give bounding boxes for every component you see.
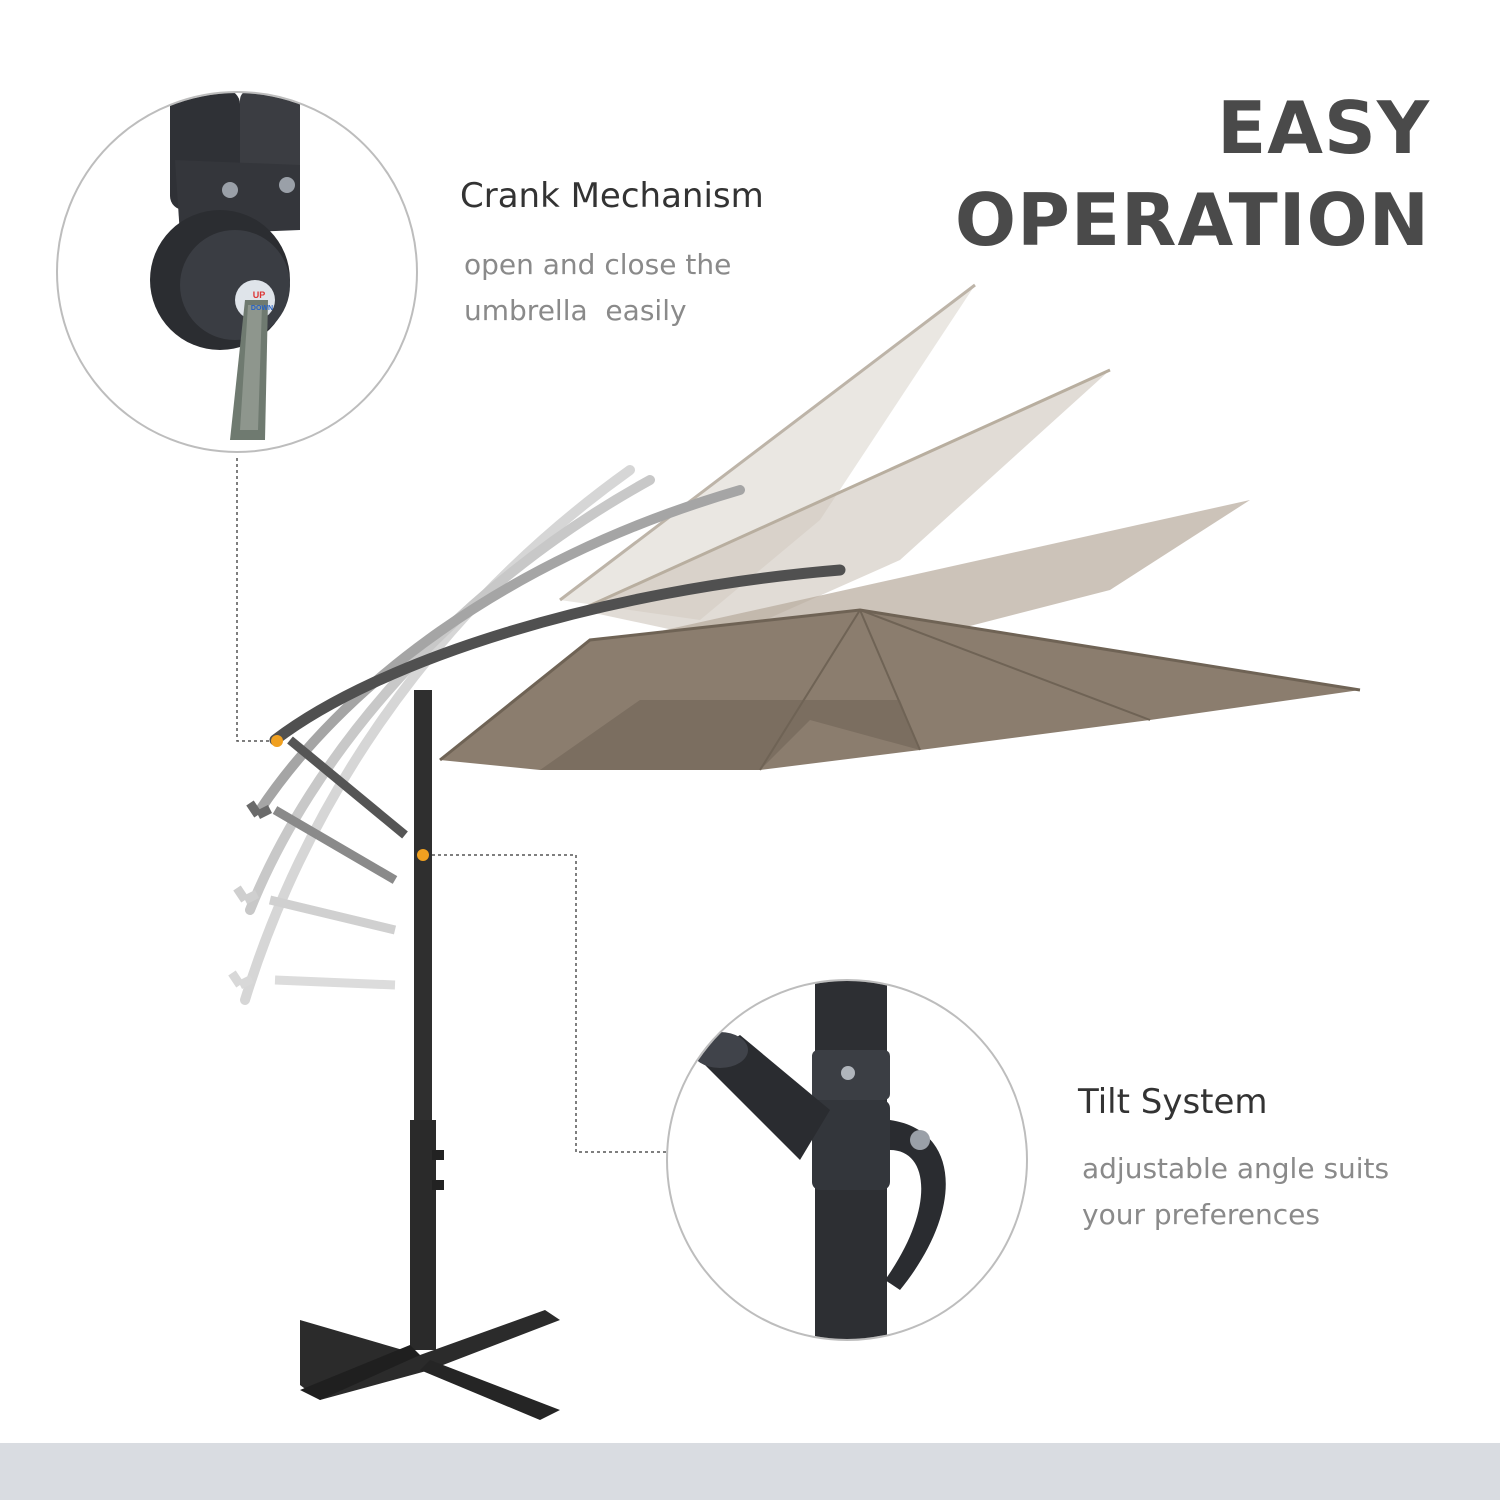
tilt-closeup bbox=[666, 979, 1028, 1341]
crank-handle-ghosts bbox=[228, 736, 408, 990]
canopy-main bbox=[439, 608, 1361, 771]
crank-badge-up: UP bbox=[253, 290, 266, 300]
tilt-marker-dot bbox=[417, 849, 429, 861]
tilt-desc-line-2: your preferences bbox=[1082, 1198, 1320, 1231]
crank-desc-line-2: umbrella easily bbox=[464, 294, 687, 327]
crank-marker-dot bbox=[271, 735, 283, 747]
tilt-feature-title: Tilt System bbox=[1078, 1082, 1268, 1122]
arm-ghost-positions bbox=[240, 465, 846, 1005]
headline-line-1: EASY bbox=[1217, 86, 1430, 170]
pole-and-base bbox=[300, 690, 560, 1420]
footer-band bbox=[0, 1443, 1500, 1500]
crank-feature-title: Crank Mechanism bbox=[460, 176, 764, 216]
tilt-desc-line-1: adjustable angle suits bbox=[1082, 1152, 1390, 1185]
crank-desc-line-1: open and close the bbox=[464, 248, 732, 281]
headline-line-2: OPERATION bbox=[954, 178, 1430, 262]
crank-feature-description: open and close the umbrella easily bbox=[464, 242, 784, 334]
crank-closeup: UP DOWN bbox=[56, 91, 418, 453]
crank-badge-down: DOWN bbox=[251, 305, 273, 312]
tilt-feature-description: adjustable angle suits your preferences bbox=[1082, 1146, 1422, 1238]
headline: EASY OPERATION bbox=[955, 82, 1430, 266]
callout-lines bbox=[236, 458, 668, 1153]
